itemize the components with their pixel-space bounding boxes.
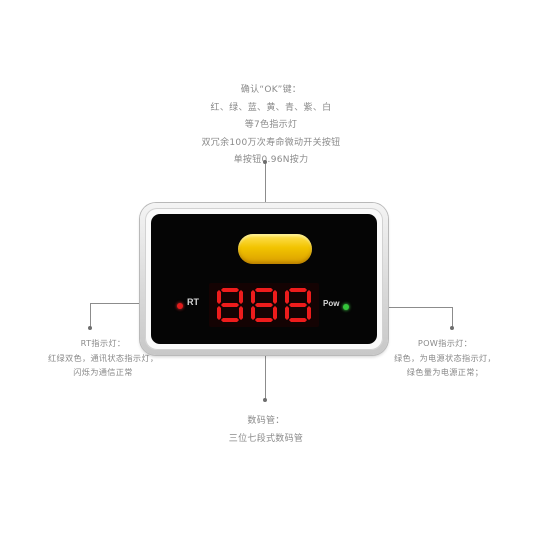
segment-f [285,290,289,304]
rt-label: RT [187,297,199,307]
ok-button[interactable] [238,234,312,264]
leader-line-right-h [356,307,452,308]
segment-d [255,318,273,322]
leader-line-right-v [452,307,453,327]
segment-c [239,306,243,320]
segment-b [273,290,277,304]
segment-c [273,306,277,320]
segment-c [307,306,311,320]
segment-d [221,318,239,322]
segment-g [221,303,239,307]
leader-dot-right [450,326,454,330]
caption-line: 红、绿、蓝、黄、青、紫、白 [210,102,332,113]
pow-led-icon [343,304,349,310]
segment-b [307,290,311,304]
segment-a [289,288,307,292]
segment-f [217,290,221,304]
leader-line-bottom [265,330,266,400]
segment-a [221,288,239,292]
leader-line-top [265,163,266,221]
segment-a [255,288,273,292]
leader-dot-bottom [263,398,267,402]
segment-e [285,306,289,320]
segment-g [255,303,273,307]
ok-button-caption: 确认“OK”键： 红、绿、蓝、黄、青、紫、白 等7色指示灯 双冗余100万次寿命… [202,82,341,170]
pow-led-caption: POW指示灯： 绿色，为电源状态指示灯， 绿色量为电源正常； [390,336,500,380]
display-digit [217,288,243,322]
leader-line-left-h [90,303,172,304]
rt-led-caption: RT指示灯： 红绿双色，通讯状态指示灯， 闪烁为通信正常 [48,336,158,380]
caption-line: 绿色，为电源状态指示灯， [394,352,496,363]
display-digit [285,288,311,322]
display-caption: 数码管： 三位七段式数码管 [229,412,303,448]
segment-b [239,290,243,304]
segment-d [289,318,307,322]
caption-line: 三位七段式数码管 [228,434,304,444]
caption-line: 等7色指示灯 [244,120,298,130]
leader-line-left-v [90,303,91,327]
caption-line: 红绿双色，通讯状态指示灯， [48,352,159,363]
caption-line: 双冗余100万次寿命微动开关按钮 [201,137,341,148]
segment-f [251,290,255,304]
caption-line: 闪烁为通信正常 [73,367,133,377]
leader-dot-top [263,160,267,164]
seven-segment-display [209,283,319,327]
caption-line: 单按钮0.96N按力 [233,155,309,165]
segment-g [289,303,307,307]
caption-line: 绿色量为电源正常； [406,367,484,377]
pow-label: Pow [323,299,340,308]
segment-e [251,306,255,320]
caption-line: RT指示灯： [80,338,126,348]
control-panel-device: RT Pow [140,203,388,355]
caption-line: 确认“OK”键： [240,85,302,95]
display-digit [251,288,277,322]
caption-line: 数码管： [247,416,285,426]
segment-e [217,306,221,320]
rt-led-icon [177,303,183,309]
caption-line: POW指示灯： [417,338,473,348]
leader-dot-left [88,326,92,330]
device-face: RT Pow [151,214,377,344]
